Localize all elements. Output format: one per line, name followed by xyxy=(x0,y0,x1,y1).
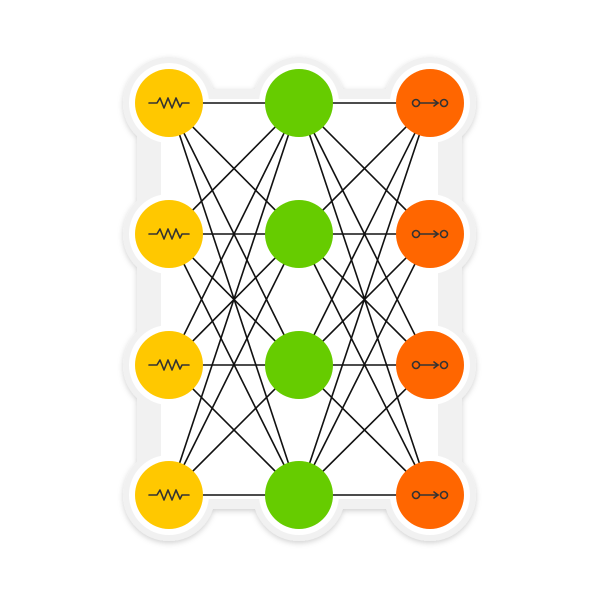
hidden-node xyxy=(265,461,333,529)
connection-line xyxy=(168,233,300,496)
hidden-node-circle xyxy=(265,331,333,399)
output-node xyxy=(396,69,464,137)
input-node-circle xyxy=(135,461,203,529)
resistor-zigzag xyxy=(148,228,190,240)
switch-icon xyxy=(411,98,449,108)
switch-icon xyxy=(411,490,449,500)
hidden-node xyxy=(265,69,333,137)
network-nodes xyxy=(135,69,464,529)
input-node xyxy=(135,331,203,399)
input-node-circle xyxy=(135,200,203,268)
switch-icon xyxy=(411,229,449,239)
connection-line xyxy=(298,102,431,496)
switch-arrow xyxy=(433,361,440,369)
switch-arrow xyxy=(433,230,440,238)
resistor-icon xyxy=(148,228,190,240)
resistor-zigzag xyxy=(148,359,190,371)
input-node xyxy=(135,69,203,137)
hidden-node xyxy=(265,331,333,399)
resistor-icon xyxy=(148,97,190,109)
hidden-node-circle xyxy=(265,200,333,268)
switch-arrow xyxy=(433,99,440,107)
connection-line xyxy=(168,102,300,496)
connection-line xyxy=(168,102,300,366)
connection-line xyxy=(298,233,431,496)
connection-line xyxy=(298,102,431,366)
switch-terminal-right xyxy=(439,229,449,239)
switch-terminal-right xyxy=(439,360,449,370)
hidden-node-circle xyxy=(265,69,333,137)
output-node xyxy=(396,331,464,399)
resistor-zigzag xyxy=(148,489,190,501)
input-node xyxy=(135,200,203,268)
switch-terminal-right xyxy=(439,98,449,108)
switch-icon xyxy=(411,360,449,370)
panel-fill xyxy=(161,99,438,499)
resistor-icon xyxy=(148,489,190,501)
switch-terminal-right xyxy=(439,490,449,500)
hidden-node-circle xyxy=(265,461,333,529)
switch-arrow xyxy=(433,491,440,499)
input-node-circle xyxy=(135,69,203,137)
resistor-icon xyxy=(148,359,190,371)
output-node xyxy=(396,200,464,268)
input-node xyxy=(135,461,203,529)
output-node xyxy=(396,461,464,529)
hidden-node xyxy=(265,200,333,268)
resistor-zigzag xyxy=(148,97,190,109)
input-node-circle xyxy=(135,331,203,399)
